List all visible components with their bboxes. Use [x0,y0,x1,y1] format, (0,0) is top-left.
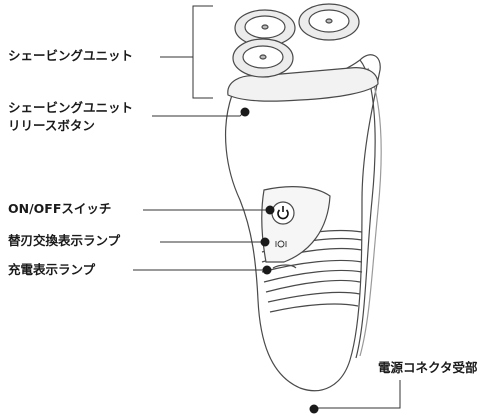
shaving-unit-bracket [192,5,213,99]
power-switch-dot [265,205,275,215]
release-button-dot [240,107,250,117]
charge-indicator-lamp [272,264,297,269]
power-switch-label: ON/OFFスイッチ [8,201,112,216]
connector-leader [313,380,401,409]
blade-indicator-icon [275,240,287,248]
charge-indicator-dot [262,265,272,275]
charge-indicator-label: 充電表示ランプ [8,262,96,277]
blade-indicator-label: 替刃交換表示ランプ [8,233,121,248]
connector-label: 電源コネクタ受部 [378,360,478,375]
shaving-unit-label: シェービングユニット [8,48,134,63]
connector-dot [309,404,319,414]
release-button-label-line2: リリースボタン [8,118,95,133]
power-button [271,201,295,225]
blade-indicator-dot [260,237,270,247]
power-icon [277,209,289,220]
release-button-label-line1: シェービングユニット [8,100,134,115]
